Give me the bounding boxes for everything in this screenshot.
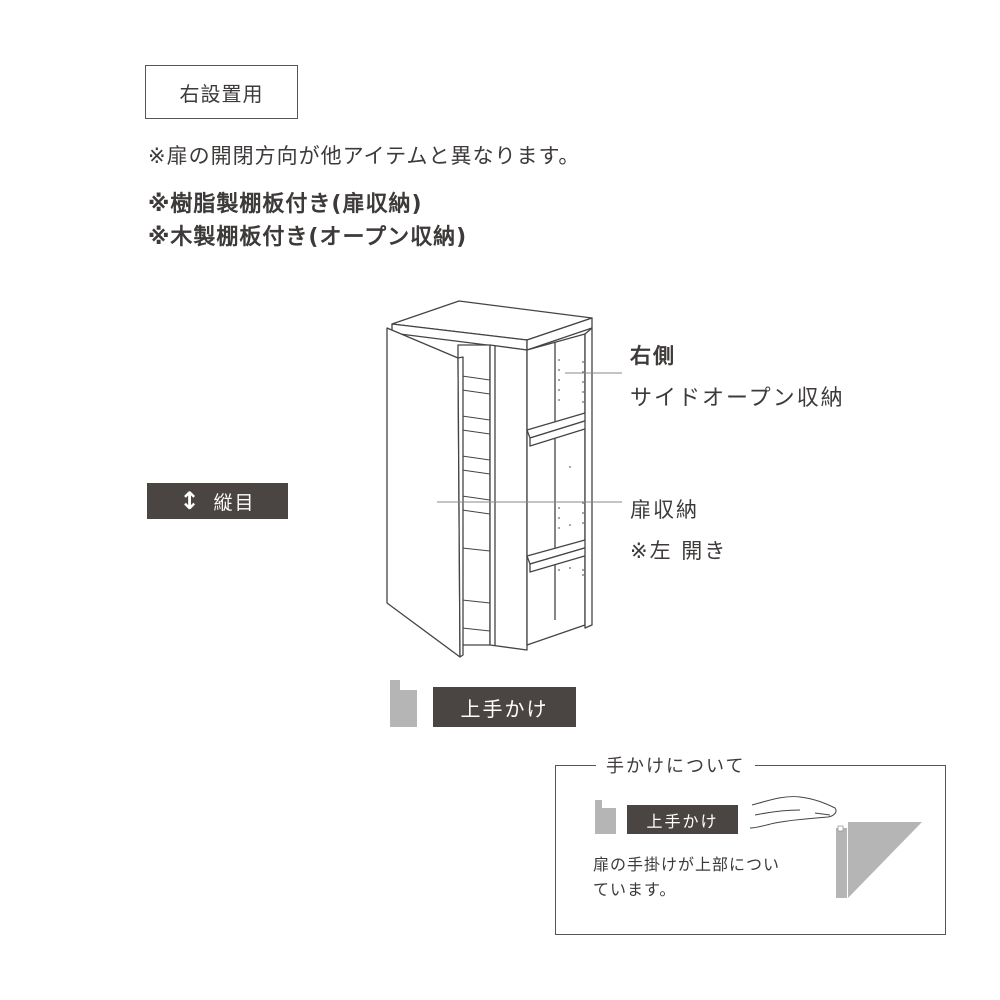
install-side-label: 右設置用	[145, 65, 298, 119]
door-opening-note: ※左 開き	[630, 539, 728, 563]
handle-info-badge: 上手かけ	[627, 805, 738, 834]
resin-shelf-note: ※樹脂製棚板付き(扉収納)	[148, 192, 423, 217]
right-side-title: 右側	[630, 344, 676, 368]
wood-shelf-note: ※木製棚板付き(オープン収納)	[148, 225, 468, 250]
door-section-icon	[848, 822, 922, 898]
top-handle-icon-small	[595, 800, 616, 834]
top-handle-badge: 上手かけ	[433, 687, 576, 727]
door-direction-note: ※扉の開閉方向が他アイテムと異なります。	[148, 144, 581, 168]
grain-badge: ↕ 縦目	[147, 483, 288, 519]
top-handle-icon	[390, 680, 417, 727]
up-down-arrow-icon: ↕	[179, 487, 200, 515]
handle-info-title: 手かけについて	[596, 752, 756, 778]
hand-icon	[749, 796, 837, 829]
handle-info-box	[555, 765, 946, 935]
cabinet-door	[386, 327, 461, 658]
handle-info-description: 扉の手掛けが上部についています。	[593, 855, 781, 899]
grain-label: 縦目	[213, 491, 256, 514]
right-side-desc: サイドオープン収納	[630, 386, 845, 411]
door-storage-title: 扉収納	[630, 498, 699, 522]
